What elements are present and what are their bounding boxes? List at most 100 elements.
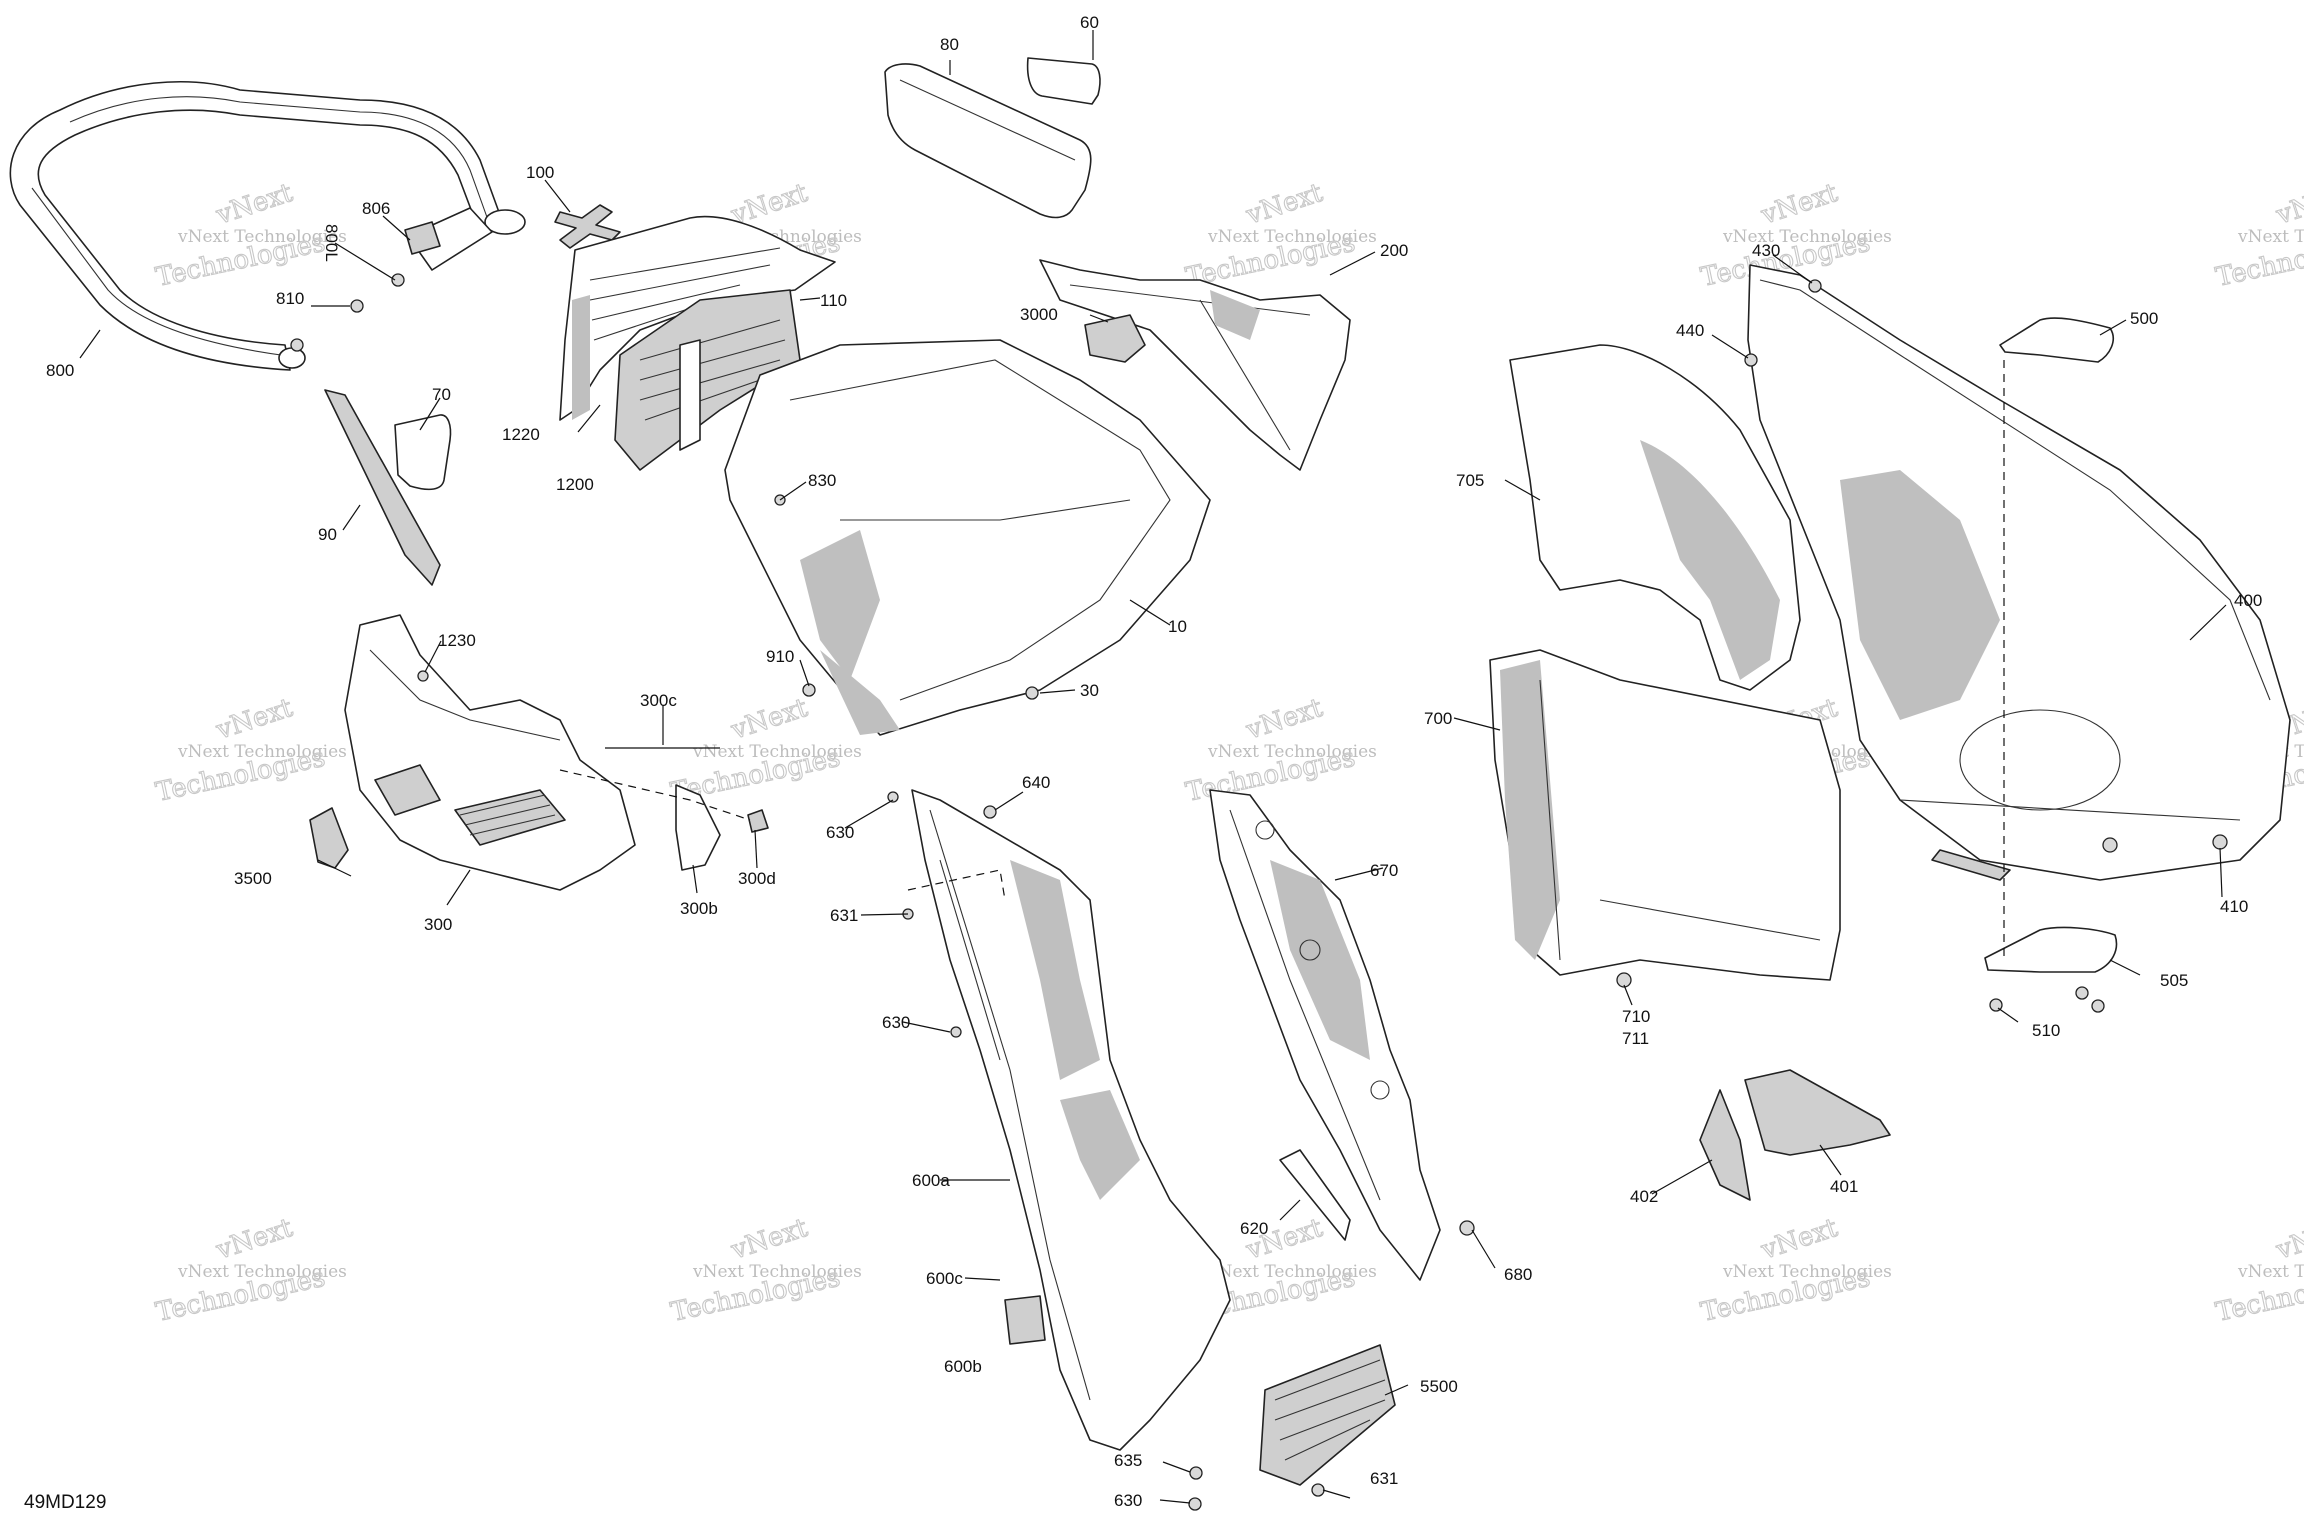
- callout-710: 710: [1622, 1007, 1650, 1026]
- callout-500: 500: [2130, 309, 2158, 328]
- callout-402: 402: [1630, 1187, 1658, 1206]
- svg-text:vNext: vNext: [1242, 693, 1327, 746]
- part-5500-grille: [1259, 1344, 1396, 1486]
- svg-text:vNext Technologies: vNext Technologies: [692, 1262, 862, 1282]
- callout-30: 30: [1080, 681, 1099, 700]
- part-300d-piece: [747, 809, 769, 833]
- part-300b-piece: [675, 784, 721, 871]
- callout-600a: 600a: [912, 1171, 950, 1190]
- callout-3500: 3500: [234, 869, 272, 888]
- part-401-trim: [1744, 1069, 1891, 1156]
- svg-text:vNext Technologies: vNext Technologies: [692, 742, 862, 762]
- part-1220-grille: [559, 215, 836, 421]
- callout-300b: 300b: [680, 899, 718, 918]
- fastener-510b: [2075, 986, 2089, 1000]
- svg-text:vNext: vNext: [1242, 178, 1327, 231]
- fastener-630c: [1188, 1497, 1202, 1511]
- part-806-bracket: [290, 221, 441, 352]
- svg-text:vNext: vNext: [727, 693, 812, 746]
- svg-text:vNext Technologies: vNext Technologies: [1207, 742, 1377, 762]
- svg-text:vNext Technologies: vNext Technologies: [1207, 227, 1377, 247]
- callout-70: 70: [432, 385, 451, 404]
- callout-600c: 600c: [926, 1269, 963, 1288]
- part-300-front-cover: [344, 614, 636, 891]
- callout-80: 80: [940, 35, 959, 54]
- leader-lines: [79, 30, 2227, 1504]
- callout-300: 300: [424, 915, 452, 934]
- callout-401: 401: [1830, 1177, 1858, 1196]
- part-3500-clip: [309, 807, 349, 869]
- svg-text:vNext Technologies: vNext Technologies: [177, 227, 347, 247]
- callout-90: 90: [318, 525, 337, 544]
- callout-110: 110: [820, 291, 847, 310]
- part-402-trim: [1699, 1089, 1751, 1201]
- callout-100: 100: [526, 163, 554, 182]
- callout-300c: 300c: [640, 691, 677, 710]
- callout-705: 705: [1456, 471, 1484, 490]
- callout-620: 620: [1240, 1219, 1268, 1238]
- callout-5500: 5500: [1420, 1377, 1458, 1396]
- callout-630-a: 630: [826, 823, 854, 842]
- callout-1200: 1200: [556, 475, 594, 494]
- callout-800l: 800L: [322, 224, 341, 262]
- drawing-id: 49MD129: [24, 1492, 106, 1513]
- callout-300d: 300d: [738, 869, 776, 888]
- callout-labels: 60 80 100 806 800L 810 800 110 200 3000 …: [46, 13, 2262, 1510]
- fastener-440: [1744, 353, 1758, 367]
- callout-440: 440: [1676, 321, 1704, 340]
- fastener-680: [1459, 1220, 1475, 1236]
- fastener-635: [1189, 1466, 1203, 1480]
- part-60-panel: [1026, 57, 1101, 105]
- callout-700: 700: [1424, 709, 1452, 728]
- callout-806: 806: [362, 199, 390, 218]
- svg-text:vNext: vNext: [2272, 1213, 2304, 1266]
- callout-635: 635: [1114, 1451, 1142, 1470]
- callout-3000: 3000: [1020, 305, 1058, 324]
- part-500-plate: [1999, 317, 2114, 363]
- svg-text:vNext: vNext: [1757, 178, 1842, 231]
- svg-text:vNext: vNext: [1757, 1213, 1842, 1266]
- callout-630-c: 630: [1114, 1491, 1142, 1510]
- callout-631-a: 631: [830, 906, 858, 925]
- part-90-strip: [324, 389, 441, 586]
- part-505-plate: [1984, 926, 2118, 973]
- callout-505: 505: [2160, 971, 2188, 990]
- callout-600b: 600b: [944, 1357, 982, 1376]
- part-10-storage-bin: [724, 339, 1211, 736]
- callout-810: 810: [276, 289, 304, 308]
- callout-830: 830: [808, 471, 836, 490]
- callout-711: 711: [1622, 1029, 1649, 1048]
- callout-10: 10: [1168, 617, 1187, 636]
- callout-1220: 1220: [502, 425, 540, 444]
- fastener-631b: [1311, 1483, 1325, 1497]
- part-80-panel: [884, 63, 1092, 219]
- svg-text:vNext Technologies: vNext Technologies: [1722, 227, 1892, 247]
- svg-text:vNext: vNext: [727, 1213, 812, 1266]
- part-400-rear-tub: [1747, 264, 2291, 881]
- part-3000-bracket: [1084, 314, 1146, 363]
- callout-430: 430: [1752, 241, 1780, 260]
- part-600b-reflector: [1004, 1295, 1046, 1345]
- part-705-rear-panel: [1509, 344, 1801, 691]
- svg-text:vNext: vNext: [212, 693, 297, 746]
- svg-text:vNext: vNext: [212, 1213, 297, 1266]
- part-600a-side-panel: [887, 789, 1231, 1451]
- callout-631-b: 631: [1370, 1469, 1398, 1488]
- part-70-pad: [394, 414, 452, 491]
- svg-text:vNext: vNext: [2272, 178, 2304, 231]
- svg-text:vNext Technologies: vNext Technologies: [1722, 1262, 1892, 1282]
- svg-text:vNext: vNext: [212, 178, 297, 231]
- svg-text:vNext Technologies: vNext Technologies: [177, 742, 347, 762]
- callout-640: 640: [1022, 773, 1050, 792]
- assembly-line-631: [907, 869, 1006, 901]
- callout-680: 680: [1504, 1265, 1532, 1284]
- assembly-line-300: [559, 769, 751, 821]
